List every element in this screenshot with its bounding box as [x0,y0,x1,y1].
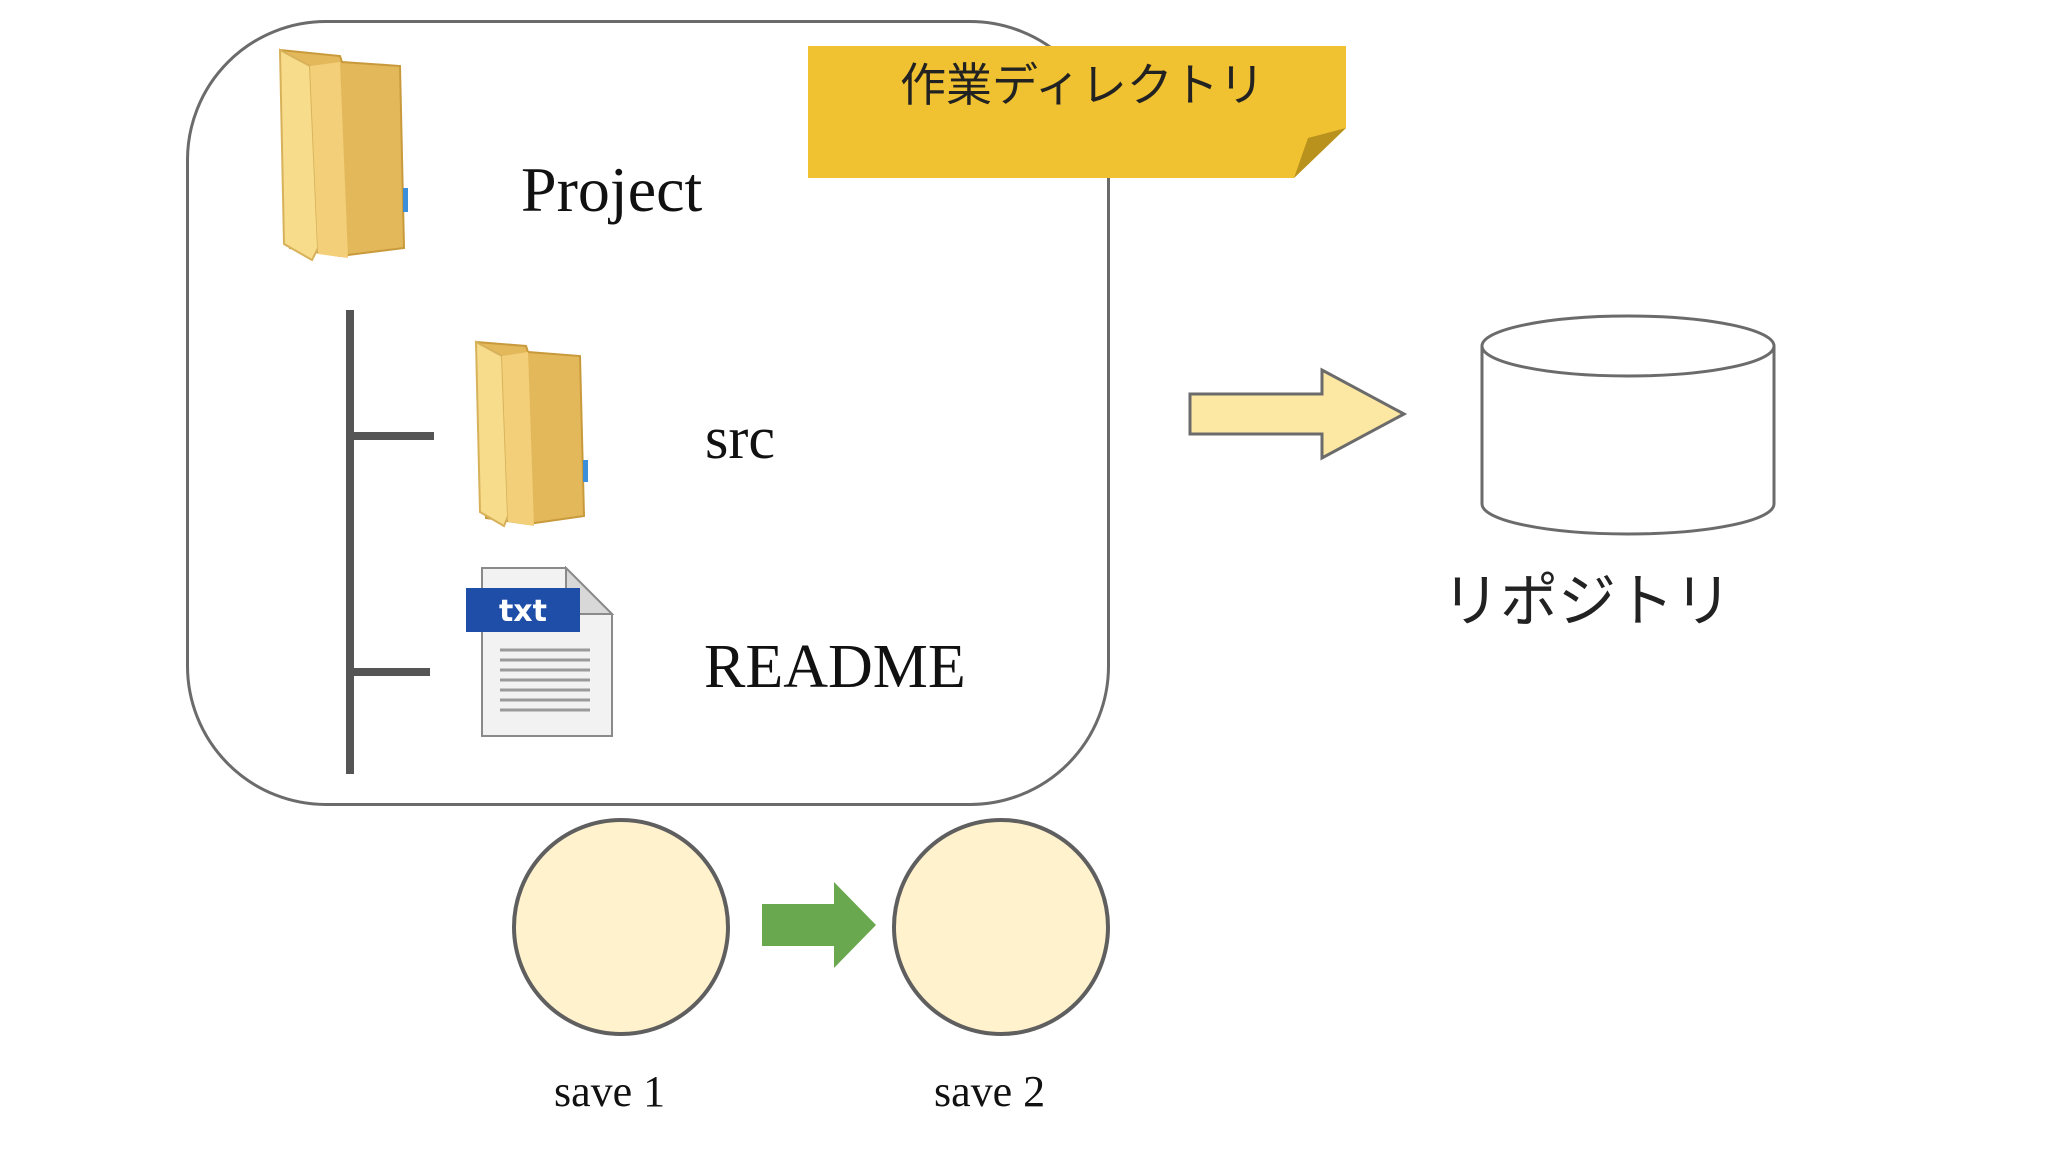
repository-label: リポジトリ [1442,567,1733,635]
project-folder-icon [278,48,408,262]
sticky-note-icon [808,46,1346,178]
save-2-circle [892,818,1110,1036]
txt-badge: txt [499,594,547,629]
working-directory-frame [186,20,1110,806]
green-arrow-icon [762,882,876,968]
txt-file-icon: txt [466,566,615,737]
arrow-right-icon [1188,367,1408,461]
save-1-label: save 1 [554,1067,666,1116]
src-folder-label: src [705,405,775,471]
folder-icon [474,340,588,528]
save-1-circle [512,818,730,1036]
save-2-label: save 2 [934,1067,1046,1116]
readme-file-label: README [704,633,966,701]
database-cylinder-icon [1480,314,1776,536]
project-folder-label: Project [521,154,703,225]
tree-connector [346,310,434,774]
working-directory-tag: 作業ディレクトリ [900,58,1265,112]
